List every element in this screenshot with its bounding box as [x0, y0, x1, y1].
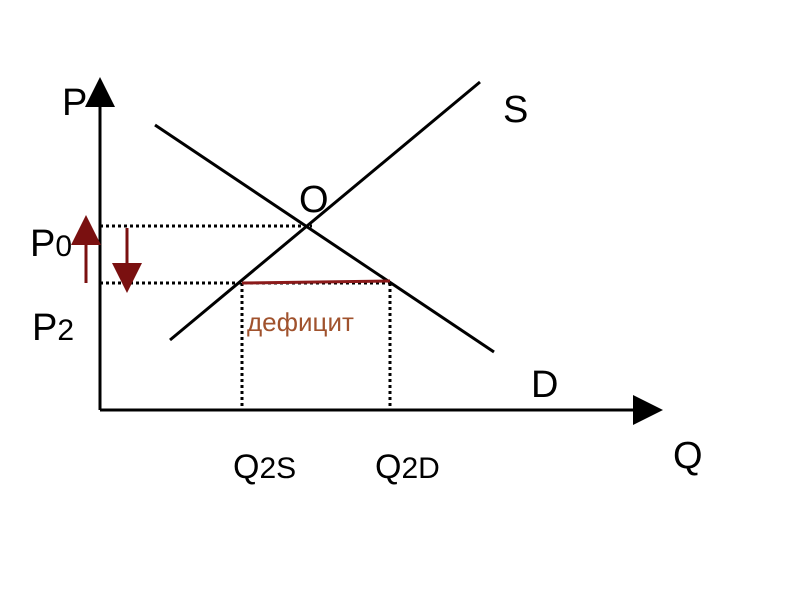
supply-line: [169, 80, 481, 342]
axis-y-label: P: [62, 82, 87, 124]
equilibrium-label: O: [299, 179, 329, 221]
p0-label: P0: [30, 223, 72, 265]
deficit-segment: [241, 279, 391, 285]
deficit-label: дефицит: [247, 307, 354, 337]
axis-x-label: Q: [673, 435, 703, 477]
demand-label: D: [531, 364, 558, 406]
supply-label: S: [503, 89, 528, 131]
demand-line: [154, 123, 495, 354]
q2d-label: Q2D: [375, 448, 440, 486]
p2-label: P2: [32, 307, 74, 349]
q2s-label: Q2S: [233, 448, 296, 486]
